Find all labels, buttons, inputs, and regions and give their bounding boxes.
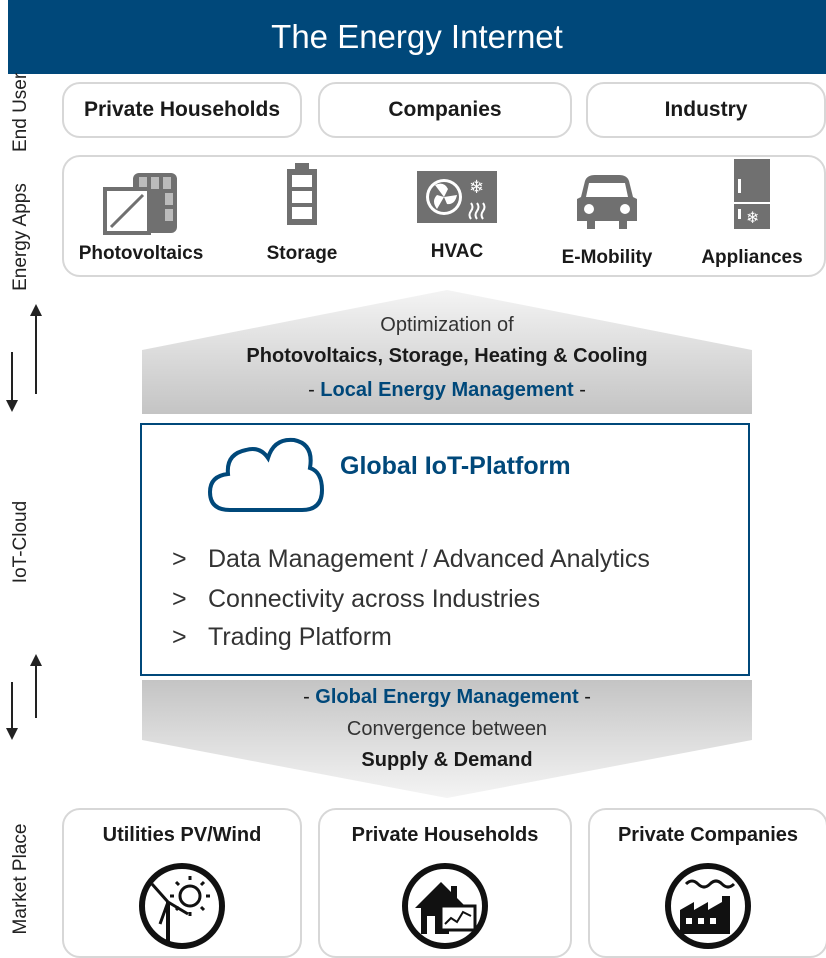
app-appliances: ❄ Appliances	[682, 157, 822, 275]
market-label: Private Companies	[617, 824, 799, 846]
global-energy-management: Global Energy Management	[315, 686, 579, 708]
end-user-private-households: Private Households	[62, 82, 302, 138]
platform-bullet: > Connectivity across Industries	[172, 585, 540, 614]
battery-icon	[287, 163, 317, 225]
local-energy-management: Local Energy Management	[320, 379, 574, 401]
app-photovoltaics: = ≈ Photovoltaics	[66, 157, 216, 275]
market-private-companies: Private Companies	[588, 808, 826, 958]
end-user-companies: Companies	[318, 82, 572, 138]
cloud-icon	[207, 437, 325, 512]
market-private-households: Private Households	[318, 808, 572, 958]
dash: -	[573, 379, 586, 401]
market-label: Private Households	[351, 824, 539, 846]
bullet-text: Trading Platform	[208, 623, 392, 651]
page-title: The Energy Internet	[8, 0, 826, 74]
fridge-icon: ❄	[734, 159, 770, 229]
platform-bullet: > Data Management / Advanced Analytics	[172, 545, 650, 574]
side-label-end-user: End User	[10, 72, 31, 152]
side-label-energy-apps: Energy Apps	[10, 183, 31, 291]
dash: -	[303, 686, 316, 708]
hvac-icon: ❄	[417, 171, 497, 223]
app-label: E-Mobility	[561, 247, 653, 268]
global-line-3: Supply & Demand	[361, 749, 533, 771]
global-line-1: - Global Energy Management -	[142, 686, 752, 709]
car-icon	[577, 175, 637, 229]
app-storage: Storage	[226, 157, 378, 275]
bullet-text: Data Management / Advanced Analytics	[208, 545, 650, 573]
market-utilities: Utilities PV/Wind	[62, 808, 302, 958]
bullet-marker: >	[172, 545, 187, 573]
factory-icon	[665, 863, 751, 949]
app-label: HVAC	[430, 241, 484, 262]
downward-chevron-band	[142, 680, 752, 798]
app-hvac: ❄ HVAC	[382, 157, 532, 275]
bullet-marker: >	[172, 623, 187, 651]
bullet-marker: >	[172, 585, 187, 613]
photovoltaics-icon: = ≈	[103, 173, 177, 235]
app-label: Photovoltaics	[78, 243, 204, 264]
bidirectional-arrow-icon	[6, 654, 42, 740]
house-icon	[402, 863, 488, 949]
iot-platform-box	[140, 423, 750, 676]
market-label: Utilities PV/Wind	[102, 824, 262, 846]
app-label: Storage	[266, 243, 338, 264]
local-energy-band	[142, 290, 752, 414]
platform-title: Global IoT-Platform	[340, 452, 571, 480]
end-user-industry: Industry	[586, 82, 826, 138]
dash: -	[578, 686, 591, 708]
app-e-mobility: E-Mobility	[532, 157, 682, 275]
dash: -	[308, 379, 321, 401]
bidirectional-arrow-icon	[6, 304, 42, 412]
energy-apps-panel: = ≈ Photovoltaics Storage ❄ HVAC	[62, 155, 826, 277]
local-line-2: Photovoltaics, Storage, Heating & Coolin…	[246, 345, 648, 367]
upward-chevron-band	[142, 290, 752, 414]
local-line-3: - Local Energy Management -	[142, 379, 752, 402]
bullet-text: Connectivity across Industries	[208, 585, 541, 613]
global-line-2: Convergence between	[346, 718, 548, 740]
svg-text:❄: ❄	[746, 208, 759, 227]
wind-solar-icon	[139, 863, 225, 949]
platform-bullet: > Trading Platform	[172, 623, 392, 652]
side-label-market-place: Market Place	[10, 823, 31, 935]
svg-text:❄: ❄	[469, 177, 484, 198]
app-label: Appliances	[701, 247, 803, 268]
side-label-iot-cloud: IoT-Cloud	[10, 500, 31, 584]
local-line-1: Optimization of	[380, 314, 514, 336]
